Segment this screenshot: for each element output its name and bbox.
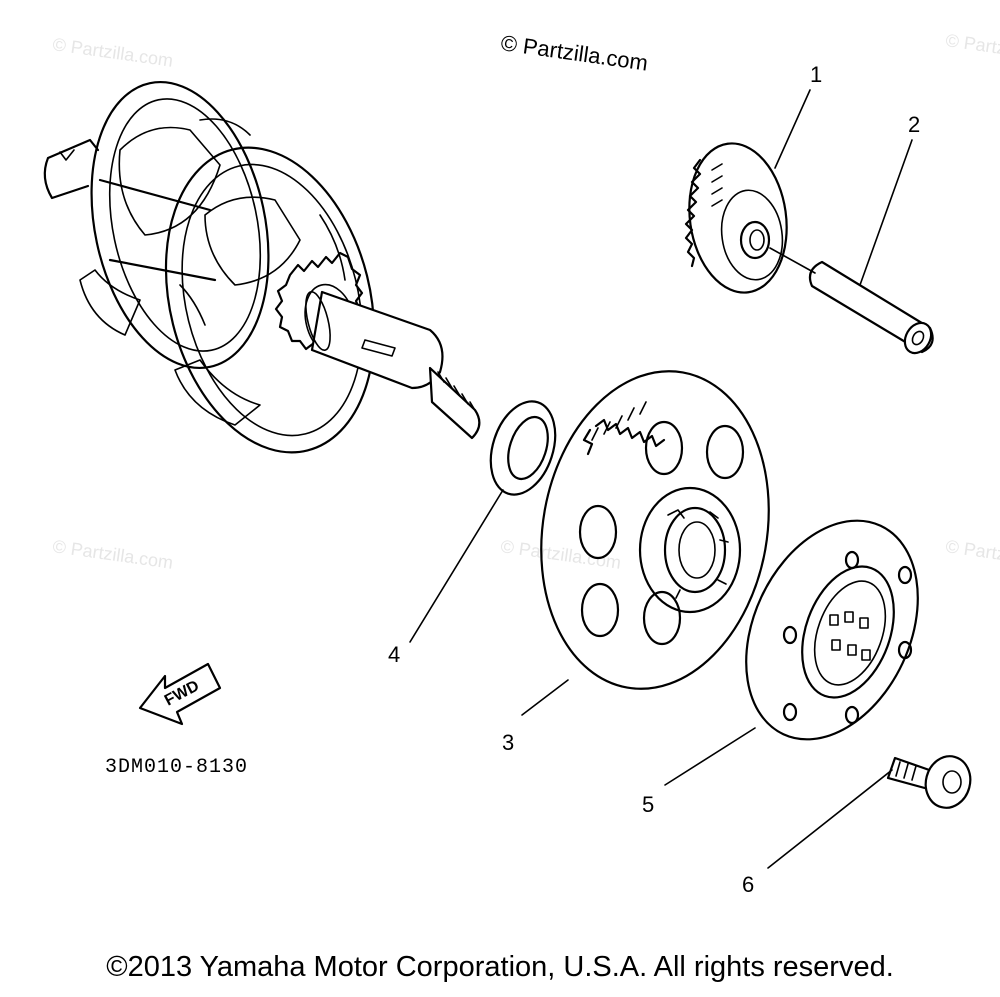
watermark-mid-left: © Partzilla.com [51, 536, 174, 573]
diagram-code: 3DM010-8130 [105, 756, 248, 779]
part-3-starter-wheel [540, 370, 770, 690]
watermark-top-left: © Partzilla.com [51, 34, 174, 71]
fwd-arrow: FWD [138, 662, 222, 726]
callout-6: 6 [742, 872, 754, 897]
callout-1: 1 [810, 62, 822, 87]
watermark-center: © Partzilla.com [499, 536, 622, 573]
copyright-notice: ©2013 Yamaha Motor Corporation, U.S.A. A… [106, 951, 894, 983]
callouts: 1 2 3 4 5 6 [388, 62, 920, 897]
part-4-washer [489, 400, 557, 496]
part-1-idle-gear [684, 142, 788, 294]
leader-lines [409, 89, 913, 869]
part-2-shaft [769, 247, 934, 355]
part-6-bolt [886, 755, 972, 809]
callout-4: 4 [388, 642, 400, 667]
part-5-starter-clutch [745, 519, 919, 741]
callout-2: 2 [908, 112, 920, 137]
watermark-top-right: © Partzilla.com [944, 30, 1000, 67]
crankshaft [43, 80, 481, 454]
callout-5: 5 [642, 792, 654, 817]
watermark-partzilla: © Partzilla.com [499, 30, 649, 75]
watermark-mid-right: © Partzilla.com [944, 536, 1000, 573]
callout-3: 3 [502, 730, 514, 755]
fwd-label: FWD [162, 677, 202, 709]
